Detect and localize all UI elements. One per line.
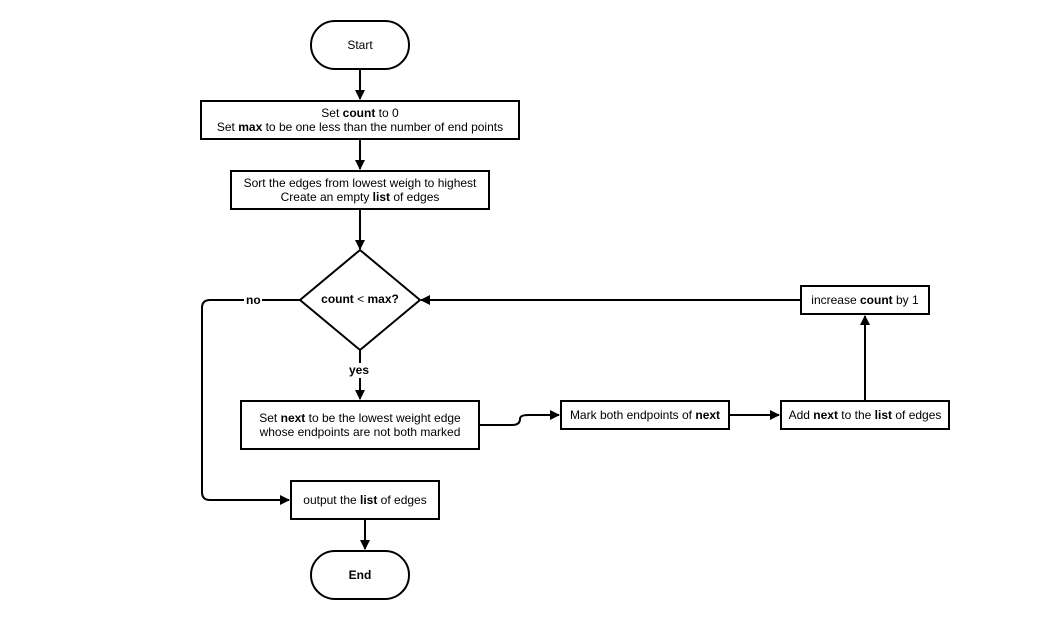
max-variable: max bbox=[238, 120, 263, 134]
sort-line-2-text-a: Create an empty bbox=[280, 190, 373, 204]
start-label: Start bbox=[347, 38, 373, 52]
add-text-c: to the bbox=[837, 408, 875, 422]
count-variable: count bbox=[860, 293, 893, 307]
output-text-c: of edges bbox=[377, 493, 427, 507]
add-to-list-process-box: Add next to the list of edges bbox=[780, 400, 950, 430]
next-variable: next bbox=[695, 408, 721, 422]
edge-decision-no-to-output bbox=[201, 299, 300, 500]
select-next-line-1-text-c: to be the lowest weight edge bbox=[305, 411, 461, 425]
sort-process-box: Sort the edges from lowest weigh to high… bbox=[230, 170, 490, 210]
count-variable: count bbox=[342, 106, 376, 120]
end-terminal: End bbox=[310, 550, 410, 600]
next-variable: next bbox=[813, 408, 838, 422]
decision-max: max? bbox=[367, 292, 399, 306]
increase-text-c: by 1 bbox=[892, 293, 919, 307]
add-text-a: Add bbox=[788, 408, 814, 422]
init-line-2-text-a: Set bbox=[216, 120, 239, 134]
mark-endpoints-process-box: Mark both endpoints of next bbox=[560, 400, 730, 430]
list-variable: list bbox=[360, 493, 378, 507]
sort-line-2-text-c: of edges bbox=[390, 190, 440, 204]
init-process-box: Set count to 0 Set max to be one less th… bbox=[200, 100, 520, 140]
init-line-1: Set count to 0 bbox=[321, 106, 398, 120]
select-next-line-2: whose endpoints are not both marked bbox=[260, 425, 461, 439]
sort-line-1: Sort the edges from lowest weigh to high… bbox=[244, 176, 477, 190]
add-line: Add next to the list of edges bbox=[789, 408, 942, 422]
output-line: output the list of edges bbox=[303, 493, 426, 507]
increase-count-process-box: increase count by 1 bbox=[800, 285, 930, 315]
select-next-line-1: Set next to be the lowest weight edge bbox=[259, 411, 460, 425]
init-line-2-text-c: to be one less than the number of end po… bbox=[262, 120, 504, 134]
decision-operator: < bbox=[353, 292, 368, 306]
no-edge-label: no bbox=[246, 293, 261, 307]
sort-line-2: Create an empty list of edges bbox=[281, 190, 440, 204]
sort-line-1-text: Sort the edges from lowest weigh to high… bbox=[243, 176, 477, 190]
edge-select-next-to-mark bbox=[480, 410, 560, 426]
start-terminal: Start bbox=[310, 20, 410, 70]
decision-count: count bbox=[321, 292, 354, 306]
yes-edge-label: yes bbox=[349, 363, 370, 377]
increase-text-a: increase bbox=[811, 293, 860, 307]
increase-line: increase count by 1 bbox=[811, 293, 918, 307]
init-line-1-text-a: Set bbox=[321, 106, 343, 120]
list-variable: list bbox=[372, 190, 390, 204]
init-line-1-text-c: to 0 bbox=[375, 106, 399, 120]
select-next-line-2-text: whose endpoints are not both marked bbox=[259, 425, 461, 439]
init-line-2: Set max to be one less than the number o… bbox=[217, 120, 503, 134]
add-text-e: of edges bbox=[892, 408, 942, 422]
select-next-process-box: Set next to be the lowest weight edge wh… bbox=[240, 400, 480, 450]
decision-label: count < max? bbox=[300, 292, 420, 306]
mark-text-a: Mark both endpoints of bbox=[569, 408, 696, 422]
next-variable: next bbox=[280, 411, 306, 425]
output-text-a: output the bbox=[303, 493, 360, 507]
output-process-box: output the list of edges bbox=[290, 480, 440, 520]
select-next-line-1-text-a: Set bbox=[259, 411, 281, 425]
end-label: End bbox=[348, 568, 372, 582]
list-variable: list bbox=[874, 408, 893, 422]
mark-line: Mark both endpoints of next bbox=[570, 408, 720, 422]
